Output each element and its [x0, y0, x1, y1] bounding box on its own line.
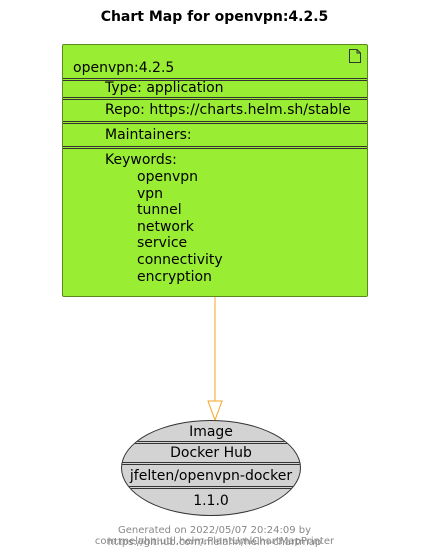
document-icon — [349, 49, 361, 63]
chart-name: openvpn:4.2.5 — [73, 60, 175, 76]
connector-arrowhead — [207, 400, 223, 422]
image-tag: 1.1.0 — [193, 493, 229, 509]
footer-generated: Generated on 2022/05/07 20:24:09 by com.… — [94, 525, 335, 547]
divider — [122, 486, 300, 489]
keyword-list: openvpn vpn tunnel network service conne… — [137, 169, 223, 285]
image-node: Image Docker Hub jfelten/openvpn-docker … — [121, 420, 301, 516]
keyword-item: vpn — [137, 185, 164, 202]
keyword-item: network — [137, 218, 194, 235]
divider — [63, 121, 367, 124]
chart-node: openvpn:4.2.5 Type: application Repo: ht… — [62, 44, 368, 297]
chart-repo: Repo: https://charts.helm.sh/stable — [105, 102, 351, 118]
keyword-item: service — [137, 235, 188, 252]
divider — [63, 78, 367, 81]
chart-type: Type: application — [105, 80, 224, 96]
chart-keywords-label: Keywords: — [105, 152, 177, 168]
keyword-item: openvpn — [137, 169, 198, 185]
keyword-item: tunnel — [137, 202, 182, 219]
divider — [122, 462, 300, 465]
keyword-item: connectivity — [137, 251, 223, 268]
divider — [63, 146, 367, 149]
image-label: Image — [189, 424, 233, 440]
chart-maintainers: Maintainers: — [105, 127, 192, 143]
image-repository: jfelten/openvpn-docker — [129, 468, 293, 484]
divider — [122, 441, 300, 444]
divider — [63, 97, 367, 100]
footer-link[interactable]: https://github.com/melahn/helm-chartmap — [107, 537, 322, 548]
image-registry: Docker Hub — [170, 445, 252, 461]
diagram-title: Chart Map for openvpn:4.2.5 — [100, 9, 329, 25]
keyword-item: encryption — [137, 268, 212, 285]
